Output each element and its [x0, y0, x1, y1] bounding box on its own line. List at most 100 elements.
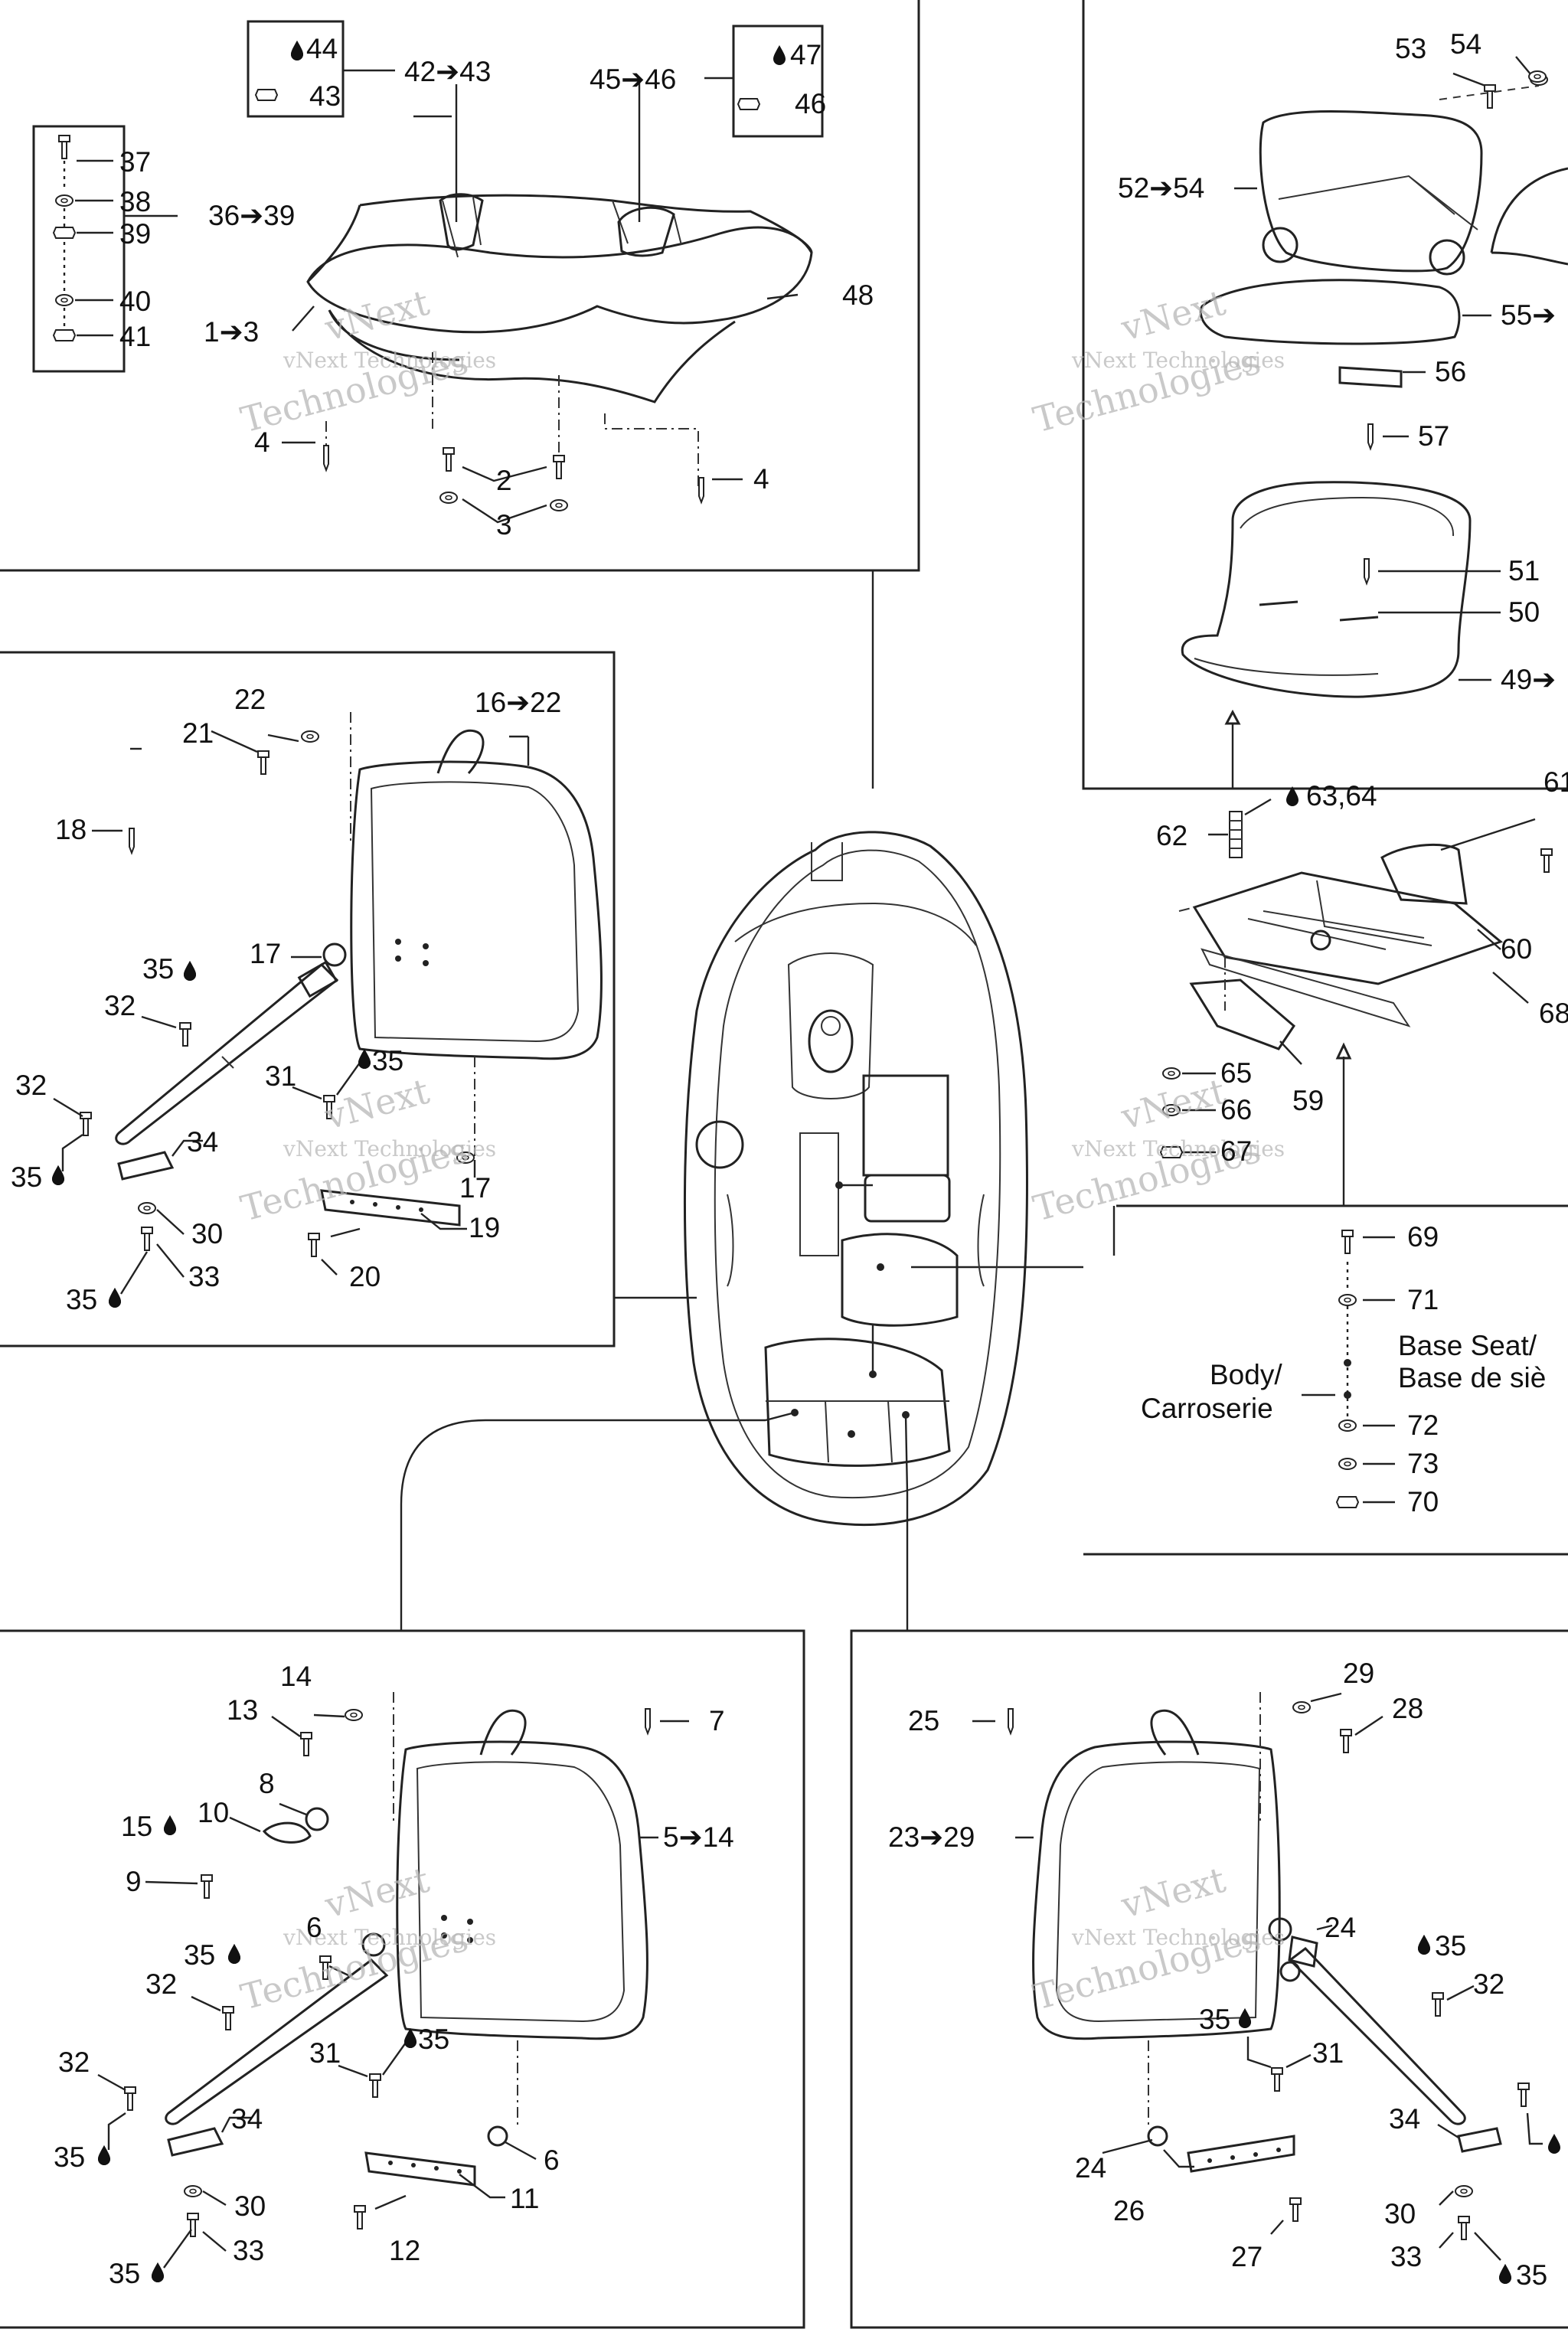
callout-label: 14	[280, 1661, 312, 1692]
callout-label: 6	[306, 1912, 322, 1943]
callout-label: 32	[1473, 1968, 1504, 2000]
callout-label: 54	[1450, 28, 1481, 60]
bench-seat-backrest	[306, 194, 813, 283]
callout-label: 52➔54	[1118, 172, 1204, 204]
frame-driver-seat	[1082, 0, 1568, 790]
callout-label: 53	[1395, 33, 1426, 64]
callout-label: 23➔29	[888, 1821, 975, 1853]
callout-label: 71	[1407, 1284, 1439, 1315]
callout-label: 35	[418, 2024, 449, 2055]
driver-seat-backrest-second	[1490, 167, 1568, 266]
callout-label: 35	[54, 2141, 85, 2173]
callout-label: 35	[11, 1161, 42, 1193]
callout-label: 31	[265, 1060, 296, 1092]
callout-label: 9	[126, 1866, 142, 1897]
callout-label: 51	[1508, 555, 1540, 586]
seat-slide-lever	[1189, 978, 1295, 1050]
callout-label: 47	[790, 39, 822, 70]
boat-dash-gauge	[695, 1120, 744, 1169]
watermark-text: vNext	[1116, 282, 1230, 349]
frame-backrest-left	[0, 651, 616, 1348]
callout-label: 33	[1390, 2241, 1422, 2272]
callout-label: 34	[187, 1126, 218, 1158]
driver-seat-shell	[1181, 481, 1472, 698]
callout-label: 38	[119, 186, 151, 217]
seat-slide-rail	[1192, 871, 1504, 985]
watermark-text: vNext Technologies	[283, 1136, 496, 1161]
callout-label: 15	[121, 1811, 152, 1842]
callout-label: 35	[66, 1284, 97, 1315]
callout-label: 43	[309, 80, 341, 112]
boat-stern-seats	[764, 1338, 951, 1467]
callout-label: 49➔	[1501, 664, 1556, 695]
backrest-lower-right-assembly	[972, 1692, 1560, 2284]
watermark-text: vNext Technologies	[1071, 348, 1285, 373]
watermark-text: vNext	[320, 282, 434, 349]
callout-label: 27	[1231, 2241, 1263, 2272]
backrest-left-cushion	[350, 760, 603, 1060]
callout-label: 1➔3	[204, 316, 259, 348]
callout-label: 31	[309, 2037, 341, 2069]
callout-label: 5➔14	[663, 1821, 734, 1853]
base-seat-fasteners	[1302, 1230, 1395, 1508]
callout-label: 48	[842, 279, 874, 311]
boat-steering-pedestal	[808, 1009, 854, 1073]
backrest-lower-left-cushion	[396, 1740, 648, 2040]
watermark-text: vNext	[320, 1859, 434, 1926]
backrest-lower-left-strut	[165, 1958, 389, 2125]
callout-label: 35	[1199, 2004, 1230, 2035]
boat-driver-seat	[862, 1074, 949, 1177]
callout-label: 57	[1418, 420, 1449, 452]
callout-label: 17	[250, 938, 281, 969]
callout-label: 40	[119, 286, 151, 317]
base-seat-label-en: Base Seat/	[1398, 1330, 1537, 1361]
callout-label: 33	[188, 1261, 220, 1292]
callout-label: 36➔39	[208, 200, 295, 231]
callout-label: 8	[259, 1768, 275, 1799]
callout-label: 28	[1392, 1693, 1423, 1724]
callout-label: 66	[1220, 1094, 1252, 1125]
bench-seat-cushion	[306, 226, 813, 334]
callout-label: 59	[1292, 1085, 1324, 1116]
callout-label: 32	[104, 990, 136, 1021]
backrest-left-assembly	[52, 712, 603, 1308]
callout-label: 56	[1435, 356, 1466, 387]
callout-label: 33	[233, 2235, 264, 2266]
backrest-left-handle	[436, 729, 485, 775]
callout-label: 70	[1407, 1486, 1439, 1517]
body-label-en: Body/	[1210, 1359, 1282, 1390]
callout-label: 4	[753, 463, 769, 495]
callout-label: 35	[184, 1939, 215, 1971]
callout-label: 20	[349, 1261, 381, 1292]
backrest-lower-left-assembly	[97, 1692, 689, 2282]
callout-label: 46	[795, 88, 826, 119]
callout-label: 44	[306, 33, 338, 64]
bench-seat-headrest-right	[617, 206, 675, 257]
callout-label: 19	[469, 1212, 500, 1243]
callout-label: 37	[119, 146, 151, 178]
callout-label: 4	[254, 426, 270, 458]
callout-label: 17	[459, 1172, 491, 1204]
callout-label: 24	[1075, 2152, 1106, 2184]
callout-label: 32	[145, 1968, 177, 2000]
callout-box-44-43	[247, 20, 345, 118]
backrest-left-bracket-lower	[117, 1151, 175, 1181]
watermark-text: vNext	[1116, 1859, 1230, 1926]
callout-label: 7	[709, 1705, 725, 1736]
callout-label: 13	[227, 1694, 258, 1726]
callout-label: 62	[1156, 820, 1187, 851]
driver-seat-cushion	[1199, 279, 1461, 345]
callout-label: 21	[182, 717, 214, 749]
base-seat-label-fr: Base de siè	[1398, 1362, 1546, 1393]
callout-label: 12	[389, 2235, 420, 2266]
callout-label: 50	[1508, 596, 1540, 628]
body-label-fr: Carroserie	[1141, 1393, 1273, 1424]
callout-label: 61	[1544, 766, 1568, 798]
callout-label: 67	[1220, 1135, 1252, 1167]
backrest-lower-left-hinge-bracket	[364, 2151, 476, 2187]
callout-label: 25	[908, 1705, 939, 1736]
callout-label: 32	[15, 1070, 47, 1101]
watermark-text: vNext	[1116, 1070, 1230, 1138]
backrest-lower-right-hinge-bracket	[1187, 2135, 1295, 2173]
